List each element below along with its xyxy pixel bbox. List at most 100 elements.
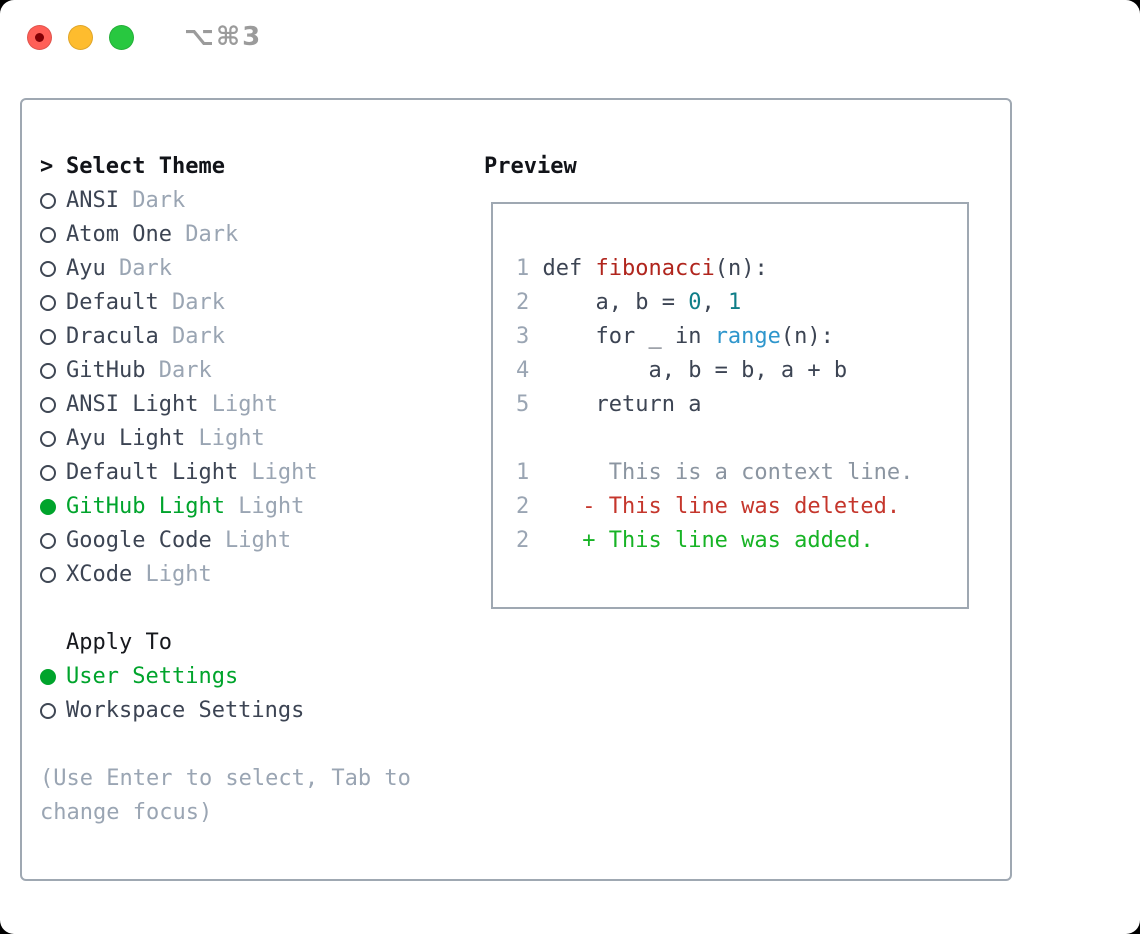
theme-variant-label: Dark (158, 290, 225, 315)
code-segment-code: (n): (714, 256, 768, 281)
apply-to-title: Apply To (66, 630, 172, 655)
code-segment-code (529, 528, 582, 553)
theme-option-label: Default Light (66, 460, 239, 485)
preview-code-line: 1 This is a context line. (516, 456, 967, 490)
preview-code-line: 2 - This line was deleted. (516, 490, 967, 524)
apply-option-label: Workspace Settings (66, 698, 305, 723)
theme-variant-label: Light (238, 460, 318, 485)
theme-option[interactable]: GitHub Dark (40, 354, 484, 388)
theme-option[interactable]: Atom One Dark (40, 218, 484, 252)
code-segment-code: def (542, 256, 596, 281)
prompt-caret: > (40, 154, 54, 179)
titlebar: ⌥⌘3 (0, 0, 1140, 74)
theme-option[interactable]: ANSI Dark (40, 184, 484, 218)
code-segment-context: This is a context line. (529, 460, 914, 485)
theme-option-label: Google Code (66, 528, 212, 553)
code-segment-func: fibonacci (595, 256, 715, 281)
code-segment-added: + This line was added. (582, 528, 874, 553)
theme-option-label: Ayu Light (66, 426, 186, 451)
code-segment-code: (n): (780, 324, 834, 349)
radio-unselected-icon (40, 533, 56, 549)
code-segment-num: 5 (516, 392, 543, 417)
radio-unselected-icon (40, 295, 56, 311)
theme-option[interactable]: Dracula Dark (40, 320, 484, 354)
preview-code-line: 2 + This line was added. (516, 524, 967, 558)
theme-option-label: XCode (66, 562, 133, 587)
code-segment-num: 2 (516, 528, 530, 553)
code-segment-code: , (701, 290, 728, 315)
theme-option[interactable]: GitHub Light Light (40, 490, 484, 524)
code-segment-code (529, 494, 582, 519)
theme-option-label: ANSI Light (66, 392, 199, 417)
preview-code-line: 1 def fibonacci(n): (516, 252, 967, 286)
radio-unselected-icon (40, 363, 56, 379)
code-segment-numlit: 0 (688, 290, 702, 315)
traffic-lights (27, 24, 134, 50)
spacer-row (40, 728, 484, 762)
theme-option-label: ANSI (66, 188, 119, 213)
theme-list-title: Select Theme (66, 154, 225, 179)
preview-code-line (516, 422, 967, 456)
code-segment-num: 4 (516, 358, 543, 383)
radio-unselected-icon (40, 227, 56, 243)
theme-option[interactable]: ANSI Light Light (40, 388, 484, 422)
spacer-row (40, 592, 484, 626)
theme-variant-label: Dark (145, 358, 212, 383)
code-segment-num: 3 (516, 324, 543, 349)
apply-to-option[interactable]: User Settings (40, 660, 484, 694)
code-segment-num: 1 (516, 256, 543, 281)
code-segment-builtin: range (714, 324, 781, 349)
theme-variant-label: Light (185, 426, 265, 451)
radio-selected-icon (40, 499, 56, 515)
radio-unselected-icon (40, 703, 56, 719)
apply-to-header-row: Apply To (40, 626, 484, 660)
radio-selected-icon (40, 669, 56, 685)
theme-option-label: Dracula (66, 324, 159, 349)
code-segment-code: return a (542, 392, 702, 417)
theme-variant-label: Light (132, 562, 212, 587)
code-segment-num: 1 (516, 460, 530, 485)
code-segment-num: 2 (516, 290, 543, 315)
code-segment-code: a, b = b, a + b (542, 358, 848, 383)
theme-variant-label: Light (211, 528, 292, 553)
apply-to-option[interactable]: Workspace Settings (40, 694, 484, 728)
preview-code-line: 5 return a (516, 388, 967, 422)
radio-unselected-icon (40, 397, 56, 413)
theme-variant-label: Dark (105, 256, 172, 281)
close-button[interactable] (27, 24, 52, 50)
radio-unselected-icon (40, 431, 56, 447)
theme-option[interactable]: Default Dark (40, 286, 484, 320)
minimize-button[interactable] (68, 24, 93, 50)
code-segment-code: for _ in (542, 324, 715, 349)
close-unsaved-dot (35, 32, 44, 42)
theme-option[interactable]: Ayu Dark (40, 252, 484, 286)
code-segment-code: a, b = (542, 290, 689, 315)
help-text-line-2: change focus) (40, 800, 213, 825)
theme-option-label: GitHub Light (66, 494, 225, 519)
radio-unselected-icon (40, 567, 56, 583)
theme-option[interactable]: Ayu Light Light (40, 422, 484, 456)
help-text-line-1: (Use Enter to select, Tab to (40, 766, 411, 791)
theme-variant-label: Light (198, 392, 278, 417)
radio-unselected-icon (40, 193, 56, 209)
code-segment-numlit: 1 (727, 290, 742, 315)
theme-variant-label: Dark (118, 188, 186, 213)
radio-unselected-icon (40, 329, 56, 345)
theme-option-label: Ayu (66, 256, 106, 281)
theme-option-label: Atom One (66, 222, 172, 247)
theme-variant-label: Light (224, 494, 305, 519)
preview-code-line: 2 a, b = 0, 1 (516, 286, 967, 320)
theme-option[interactable]: Google Code Light (40, 524, 484, 558)
theme-option-label: GitHub (66, 358, 146, 383)
preview-title: Preview (484, 154, 577, 179)
preview-code-line: 4 a, b = b, a + b (516, 354, 967, 388)
theme-option[interactable]: Default Light Light (40, 456, 484, 490)
apply-option-label: User Settings (66, 664, 239, 689)
preview-code-line: 3 for _ in range(n): (516, 320, 967, 354)
zoom-button[interactable] (109, 24, 134, 50)
theme-option[interactable]: XCode Light (40, 558, 484, 592)
